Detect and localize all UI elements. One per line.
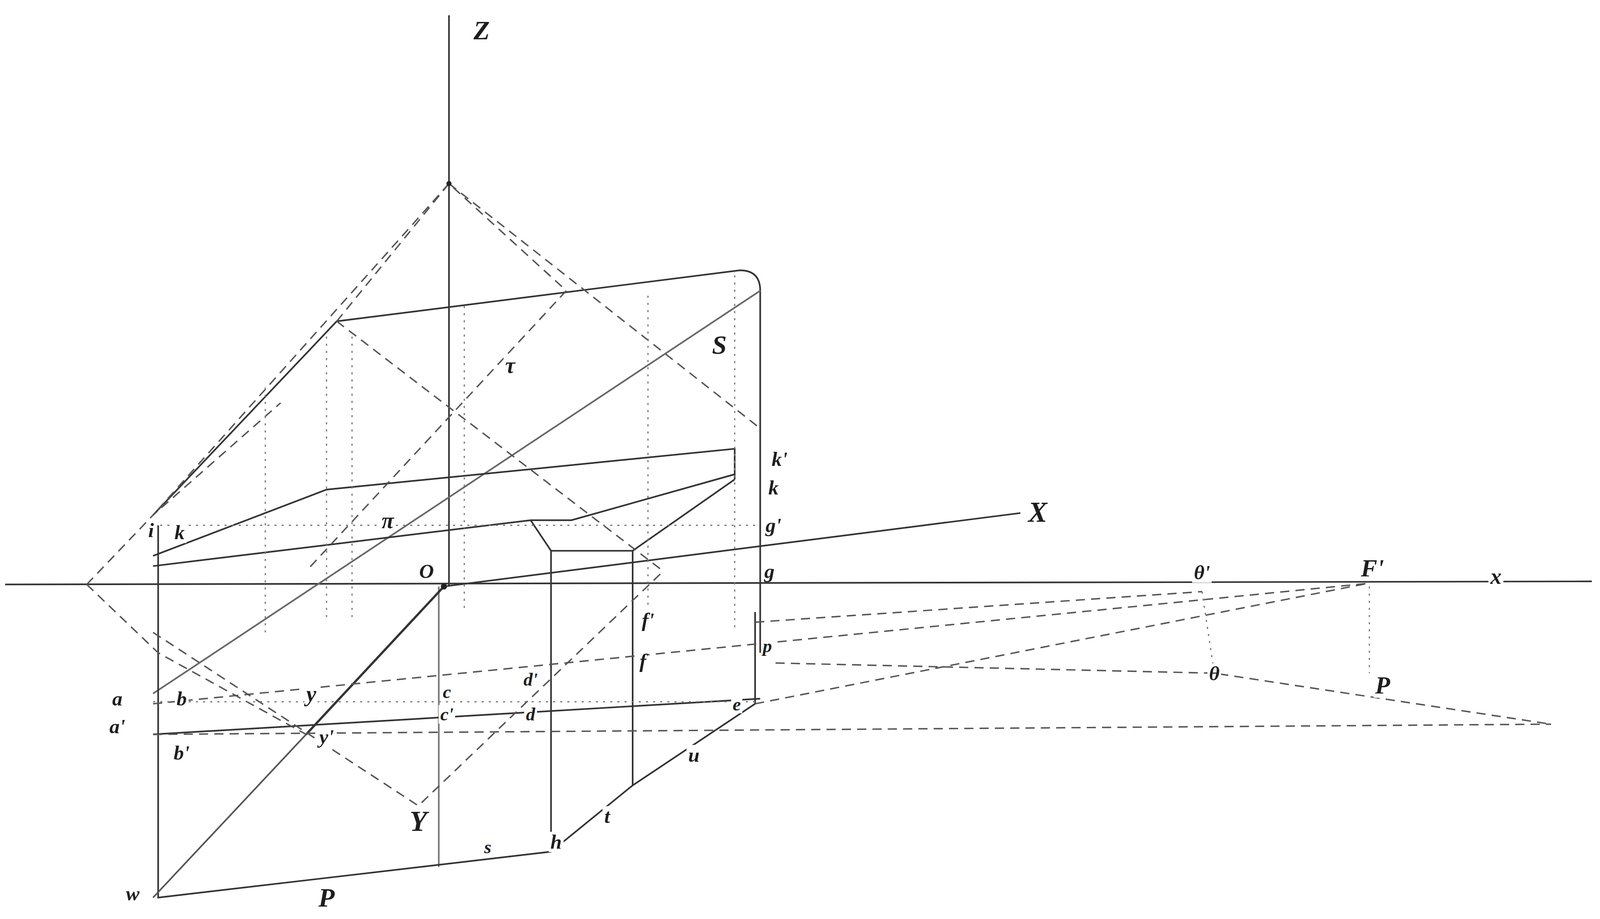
- apex-point: [446, 181, 452, 187]
- solid-lines: [4, 15, 1592, 898]
- projector: [351, 336, 353, 622]
- point-label: g: [762, 561, 777, 582]
- point-label: c': [438, 705, 456, 724]
- point-label: a: [110, 688, 125, 710]
- points: [440, 181, 452, 590]
- vanishing-line: [755, 583, 1368, 704]
- point-label: s: [482, 837, 493, 857]
- point-label: y: [304, 682, 318, 706]
- point-label: e: [731, 694, 743, 713]
- point-label: i: [146, 520, 156, 541]
- point-label: d: [524, 705, 537, 724]
- construction: [86, 402, 281, 585]
- roof-outline: [153, 270, 761, 653]
- point-label: b: [175, 688, 189, 710]
- point-label: Z: [471, 17, 492, 44]
- point-label: x: [1488, 565, 1504, 588]
- point-label: a': [107, 716, 127, 737]
- dotted-lines: [153, 275, 1370, 702]
- point-label: S: [710, 331, 729, 359]
- point-label: k': [770, 448, 790, 470]
- x-axis: [443, 513, 1021, 587]
- point-label: h: [548, 831, 564, 852]
- point-label: θ: [1207, 663, 1222, 684]
- point-label: b': [172, 742, 192, 763]
- point-label: c: [441, 682, 453, 701]
- projector: [153, 700, 756, 703]
- roof-ridge: [336, 183, 567, 322]
- vanishing-line: [755, 591, 1202, 623]
- construction: [86, 584, 307, 735]
- point-label: O: [417, 561, 436, 582]
- projector: [264, 387, 267, 633]
- y-axis-extension: [153, 734, 307, 898]
- point-label: d': [521, 670, 540, 689]
- edge: [550, 550, 552, 852]
- base-outline: [158, 525, 756, 898]
- edge: [153, 698, 761, 735]
- point-label: F': [1359, 556, 1386, 581]
- middle-face: [153, 474, 735, 567]
- point-label: t: [602, 805, 612, 827]
- vanishing-line: [153, 583, 1368, 704]
- point-label: w: [124, 883, 142, 905]
- projector: [1368, 586, 1370, 674]
- point-label: y': [317, 726, 336, 747]
- middle-face: [530, 479, 735, 552]
- point-label: u: [686, 744, 701, 766]
- construction: [153, 570, 664, 806]
- point-label: f: [637, 650, 648, 672]
- vanishing-line: [153, 724, 1552, 735]
- projector: [463, 306, 466, 613]
- z-axis: [448, 15, 450, 587]
- point-label: Y: [407, 807, 429, 836]
- point-label: τ: [503, 354, 517, 377]
- point-label: X: [1026, 498, 1049, 527]
- projector: [153, 524, 761, 526]
- construction: [336, 321, 664, 571]
- projector: [734, 275, 736, 633]
- point-label: P: [316, 884, 337, 912]
- diagonal: [153, 290, 761, 694]
- point-label: k: [172, 522, 187, 543]
- point-label: π: [379, 509, 396, 532]
- roof-ridge: [448, 183, 761, 429]
- construction: [306, 290, 567, 572]
- projector: [1201, 591, 1215, 674]
- origin-point: [440, 583, 447, 590]
- point-label: P: [1373, 673, 1392, 699]
- dashed-lines: [86, 183, 1552, 806]
- point-label: f': [640, 610, 656, 631]
- vanishing-line: [775, 662, 1551, 725]
- point-label: k: [766, 477, 781, 498]
- edge: [631, 550, 634, 786]
- projector: [647, 295, 649, 612]
- point-label: g': [763, 515, 783, 536]
- projector: [326, 336, 328, 622]
- point-label: θ': [1192, 562, 1212, 583]
- ground-line: [4, 581, 1592, 585]
- point-label: p: [760, 636, 774, 655]
- z-axis-lower: [437, 586, 440, 867]
